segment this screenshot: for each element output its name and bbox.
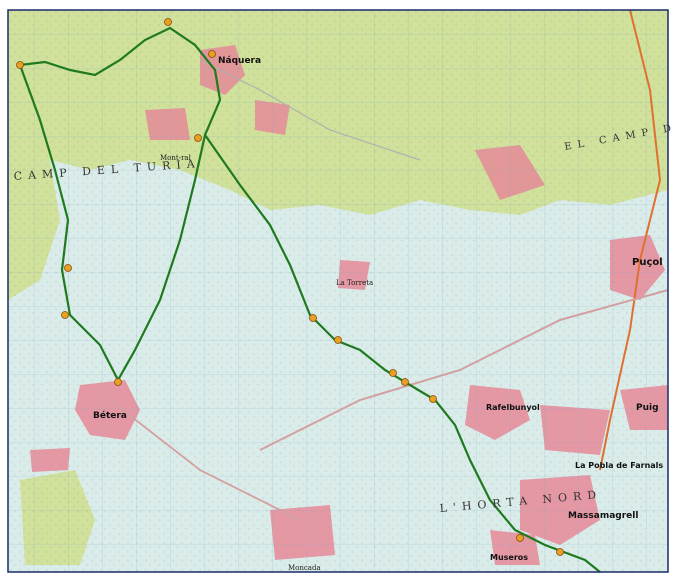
map-grid: [8, 10, 668, 572]
waypoint-2: [164, 18, 172, 26]
waypoint-3: [208, 50, 216, 58]
waypoint-5: [64, 264, 72, 272]
waypoint-8: [309, 314, 317, 322]
waypoint-1: [16, 61, 24, 69]
waypoint-4: [194, 134, 202, 142]
town-naquera: Náquera: [218, 56, 261, 66]
town-museros: Museros: [490, 553, 528, 562]
town-pucol: Puçol: [632, 257, 663, 268]
town-puig: Puig: [636, 403, 659, 413]
road-betera: [109, 399, 301, 521]
town-betera: Bétera: [93, 410, 127, 421]
route-waypoints: [16, 18, 564, 556]
road-north: [199, 59, 421, 161]
map-border: [7, 9, 669, 573]
road-coast: [599, 9, 662, 471]
town-pobla: La Pobla de Farnals: [575, 461, 663, 470]
waypoint-7: [114, 378, 122, 386]
waypoint-9: [334, 336, 342, 344]
waypoint-14: [556, 548, 564, 556]
town-moncada: Moncada: [288, 564, 321, 572]
waypoint-13: [516, 534, 524, 542]
waypoint-6: [61, 311, 69, 319]
town-rafelbunyol: Rafelbunyol: [486, 403, 540, 412]
town-serra: La Torreta: [336, 279, 373, 287]
town-montrat: Mont-ral: [160, 154, 192, 162]
roads: [109, 9, 669, 521]
town-massamagrell: Massamagrell: [568, 511, 638, 521]
waypoint-10: [389, 369, 397, 377]
hiking-route[interactable]: [18, 26, 601, 573]
road-east-west: [259, 289, 669, 451]
waypoint-11: [401, 378, 409, 386]
waypoint-12: [429, 395, 437, 403]
